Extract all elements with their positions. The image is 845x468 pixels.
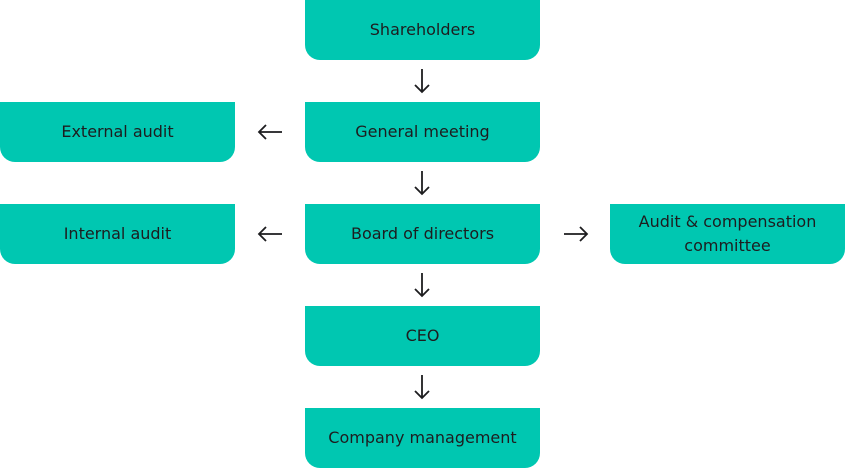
arrow-down-icon bbox=[414, 68, 430, 94]
node-label: CEO bbox=[405, 326, 440, 345]
node-label: External audit bbox=[61, 122, 174, 141]
arrow-down-icon bbox=[414, 170, 430, 196]
node-label: Internal audit bbox=[63, 224, 172, 243]
node-ceo: CEO bbox=[305, 306, 540, 366]
node-label: Company management bbox=[328, 428, 517, 447]
node-general-meeting: General meeting bbox=[305, 102, 540, 162]
node-label: Audit & compensation committee bbox=[638, 212, 817, 255]
arrow-left-icon bbox=[257, 124, 283, 140]
node-company-management: Company management bbox=[305, 408, 540, 468]
node-internal-audit: Internal audit bbox=[0, 204, 235, 264]
node-shareholders: Shareholders bbox=[305, 0, 540, 60]
node-external-audit: External audit bbox=[0, 102, 235, 162]
node-label: Shareholders bbox=[369, 20, 476, 39]
node-label: Board of directors bbox=[350, 224, 495, 243]
node-label: General meeting bbox=[355, 122, 490, 141]
arrow-down-icon bbox=[414, 374, 430, 400]
node-board-of-directors: Board of directors bbox=[305, 204, 540, 264]
node-audit-compensation-committee: Audit & compensation committee bbox=[610, 204, 845, 264]
arrow-left-icon bbox=[257, 226, 283, 242]
arrow-down-icon bbox=[414, 272, 430, 298]
arrow-right-icon bbox=[563, 226, 589, 242]
